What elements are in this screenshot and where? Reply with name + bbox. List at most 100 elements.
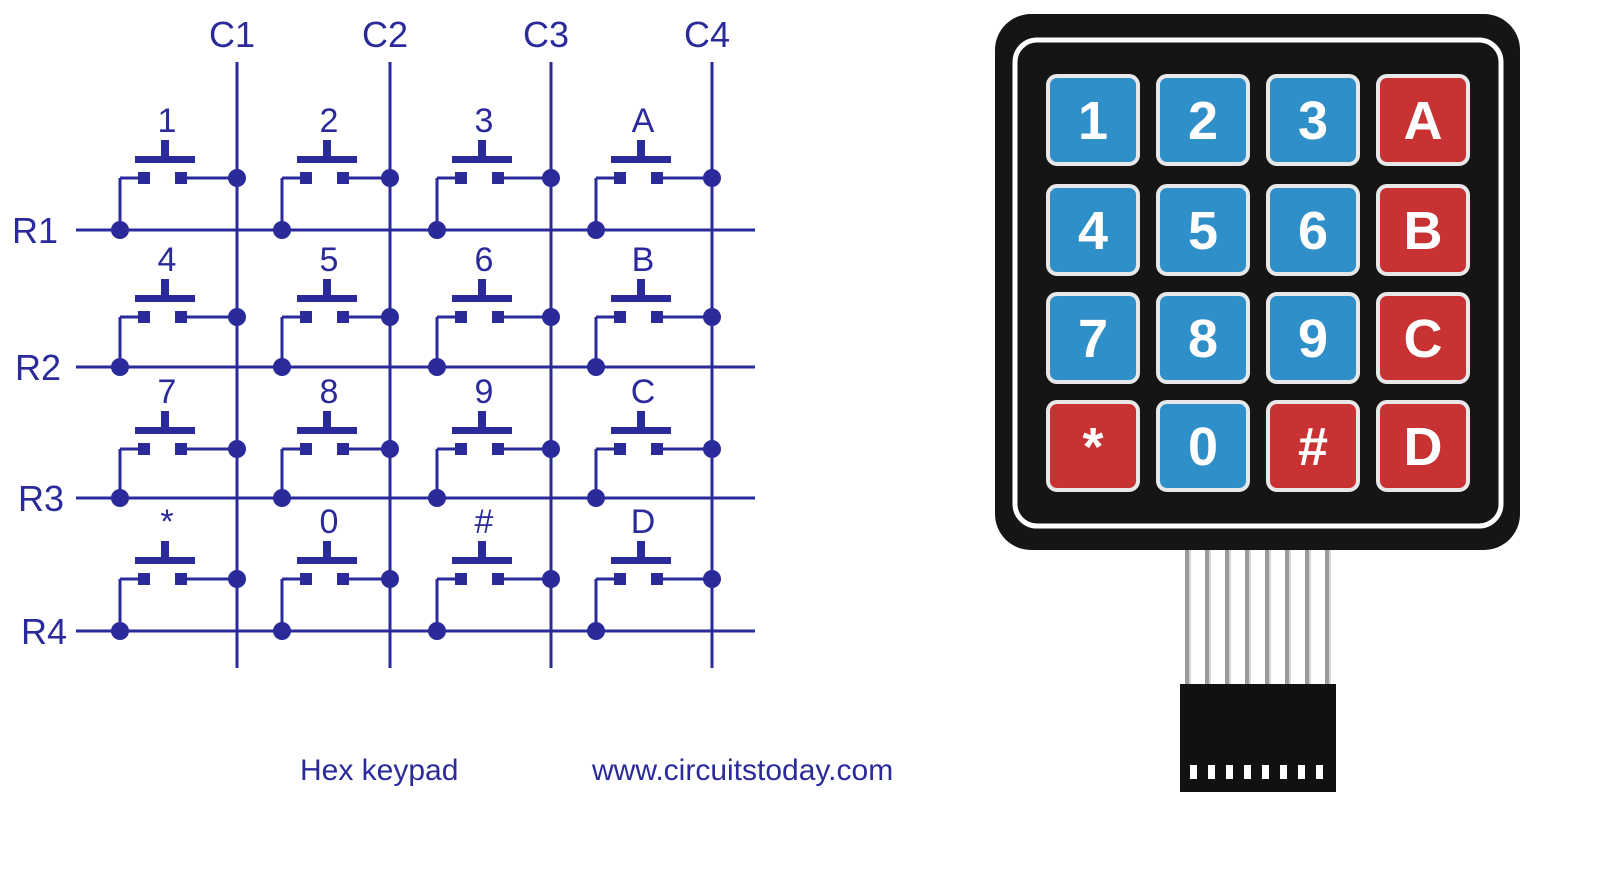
switch-label: C	[631, 373, 656, 411]
switch-bar	[135, 427, 195, 434]
junction-dot	[228, 570, 246, 588]
junction-dot	[381, 440, 399, 458]
switch-3-2: 8	[273, 373, 399, 507]
junction-dot	[273, 221, 291, 239]
switch-plunger	[323, 541, 331, 557]
junction-dot	[703, 169, 721, 187]
junction-dot	[587, 221, 605, 239]
switch-bar	[297, 156, 357, 163]
switch-plunger	[637, 411, 645, 427]
switch-label: 9	[475, 373, 494, 411]
switch-label: *	[160, 503, 173, 541]
switch-plunger	[323, 140, 331, 156]
switch-plunger	[161, 279, 169, 295]
switch-4-1: *	[111, 503, 246, 640]
junction-dot	[703, 308, 721, 326]
column-label-c4: C4	[684, 14, 730, 55]
switch-bar	[611, 295, 671, 302]
switch-bar	[135, 557, 195, 564]
junction-dot	[703, 440, 721, 458]
switch-plunger	[637, 140, 645, 156]
switch-plunger	[637, 279, 645, 295]
row-label-r4: R4	[21, 611, 67, 652]
switch-label: 0	[320, 503, 339, 541]
junction-dot	[428, 622, 446, 640]
switch-label: 4	[158, 241, 177, 279]
switch-plunger	[478, 541, 486, 557]
column-label-c3: C3	[523, 14, 569, 55]
switch-plunger	[478, 140, 486, 156]
junction-dot	[111, 489, 129, 507]
switch-bar	[611, 557, 671, 564]
switch-bar	[135, 156, 195, 163]
switch-bar	[452, 557, 512, 564]
switch-label: B	[632, 241, 655, 279]
switch-bar	[611, 427, 671, 434]
junction-dot	[273, 622, 291, 640]
switch-plunger	[161, 541, 169, 557]
switch-plunger	[637, 541, 645, 557]
junction-dot	[428, 221, 446, 239]
junction-dot	[428, 489, 446, 507]
row-label-r3: R3	[18, 478, 64, 519]
switch-bar	[297, 427, 357, 434]
switch-bar	[297, 295, 357, 302]
switch-bar	[452, 295, 512, 302]
switch-3-3: 9	[428, 373, 560, 507]
switch-4-4: D	[587, 503, 721, 640]
junction-dot	[381, 570, 399, 588]
row-label-r1: R1	[12, 210, 58, 251]
switch-1-3: 3	[428, 102, 560, 239]
switch-4-2: 0	[273, 503, 399, 640]
switch-label: 1	[158, 102, 177, 140]
junction-dot	[587, 489, 605, 507]
junction-dot	[111, 358, 129, 376]
switch-plunger	[323, 411, 331, 427]
switch-2-3: 6	[428, 241, 560, 376]
junction-dot	[111, 622, 129, 640]
junction-dot	[587, 358, 605, 376]
switch-plunger	[161, 140, 169, 156]
junction-dot	[542, 169, 560, 187]
switch-1-1: 1	[111, 102, 246, 239]
switch-1-2: 2	[273, 102, 399, 239]
switch-2-4: B	[587, 241, 721, 376]
junction-dot	[273, 358, 291, 376]
junction-dot	[703, 570, 721, 588]
junction-dot	[428, 358, 446, 376]
switch-label: D	[631, 503, 656, 541]
switch-bar	[297, 557, 357, 564]
switch-bar	[452, 156, 512, 163]
switch-plunger	[478, 411, 486, 427]
switch-plunger	[161, 411, 169, 427]
switch-label: 7	[158, 373, 177, 411]
switch-plunger	[478, 279, 486, 295]
junction-dot	[228, 308, 246, 326]
switch-4-3: #	[428, 503, 560, 640]
switch-label: 2	[320, 102, 339, 140]
junction-dot	[228, 440, 246, 458]
switch-label: #	[475, 503, 494, 541]
junction-dot	[542, 440, 560, 458]
switch-label: 6	[475, 241, 494, 279]
junction-dot	[228, 169, 246, 187]
switch-1-4: A	[587, 102, 721, 239]
switch-bar	[135, 295, 195, 302]
switch-plunger	[323, 279, 331, 295]
switch-label: A	[632, 102, 655, 140]
switch-2-2: 5	[273, 241, 399, 376]
switch-2-1: 4	[111, 241, 246, 376]
switch-bar	[611, 156, 671, 163]
junction-dot	[587, 622, 605, 640]
junction-dot	[381, 169, 399, 187]
column-label-c2: C2	[362, 14, 408, 55]
switch-label: 5	[320, 241, 339, 279]
row-label-r2: R2	[15, 347, 61, 388]
switch-label: 3	[475, 102, 494, 140]
junction-dot	[273, 489, 291, 507]
switch-3-4: C	[587, 373, 721, 507]
junction-dot	[381, 308, 399, 326]
junction-dot	[542, 308, 560, 326]
column-label-c1: C1	[209, 14, 255, 55]
